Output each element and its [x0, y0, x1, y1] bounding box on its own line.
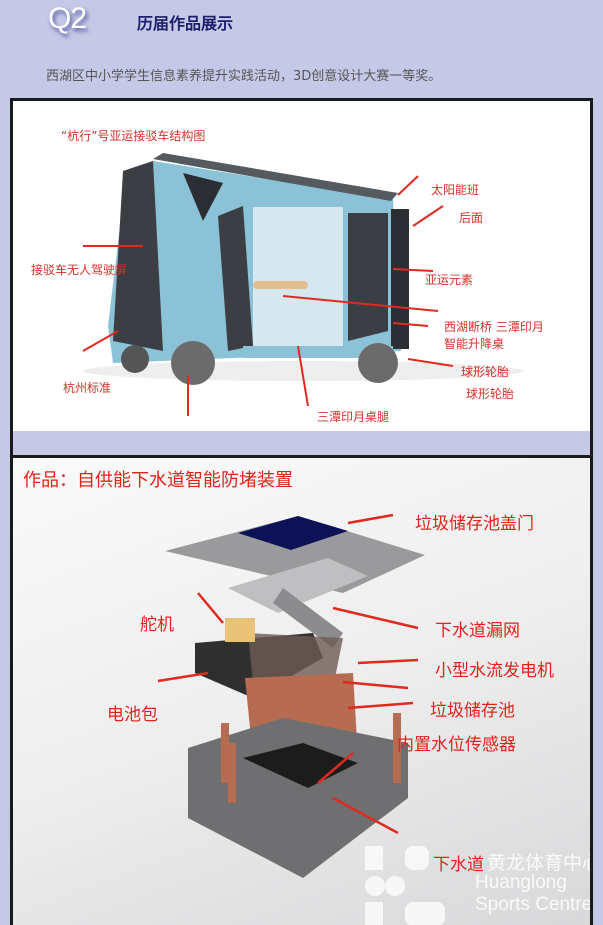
label-water-sensor: 内置水位传感器: [397, 735, 516, 755]
label-spherical-tire: 球形轮胎: [461, 365, 510, 379]
label-drain-screen: 下水道漏网: [435, 621, 520, 641]
bus-image: “杭行”号亚运接驳车结构图 太阳能班 后面 接驳车无人驾驶屏 亚运元素 西湖断桥…: [10, 98, 593, 458]
label-desk-leg: 三潭印月桌腿: [317, 410, 390, 424]
watermark-en-line1: Huanglong: [475, 872, 567, 893]
label-servo: 舵机: [140, 615, 174, 635]
label-solar-panel: 太阳能班: [431, 183, 480, 197]
label-storage-lid: 垃圾储存池盖门: [415, 514, 534, 534]
label-battery-pack: 电池包: [107, 705, 158, 725]
section-title: 历届作品展示: [137, 14, 234, 33]
label-asian-games-elements: 亚运元素: [425, 273, 474, 287]
watermark-cn: 黄龙体育中心: [487, 853, 593, 874]
drain-device-illustration: [157, 513, 425, 878]
label-smart-desk: 智能升降桌: [444, 337, 505, 351]
bus-diagram-title: “杭行”号亚运接驳车结构图: [61, 129, 206, 143]
drain-device-title: 作品：自供能下水道智能防堵装置: [23, 470, 293, 491]
bus-illustration: [82, 153, 523, 416]
label-rear: 后面: [459, 211, 484, 225]
label-driverless-screen: 接驳车无人驾驶屏: [31, 263, 128, 277]
label-sewer: 下水道: [433, 855, 484, 875]
label-storage-tank: 垃圾储存池: [430, 701, 515, 721]
watermark-en-line2: Sports Centre: [475, 894, 593, 915]
label-hangzhou-standard: 杭州标准: [63, 381, 112, 395]
drain-device-image: 作品：自供能下水道智能防堵装置 垃圾储存池盖门 舵机 下水道漏网 小型水流发电机…: [10, 455, 593, 925]
section-description: 西湖区中小学学生信息素养提升实践活动，3D创意设计大赛一等奖。: [46, 69, 442, 84]
watermark-logo-icon: [365, 846, 445, 925]
section-badge: Q2: [48, 2, 87, 35]
label-water-generator: 小型水流发电机: [435, 661, 554, 681]
label-spherical-tire-2: 球形轮胎: [466, 387, 515, 401]
label-west-lake: 西湖断桥 三潭印月: [444, 320, 544, 334]
